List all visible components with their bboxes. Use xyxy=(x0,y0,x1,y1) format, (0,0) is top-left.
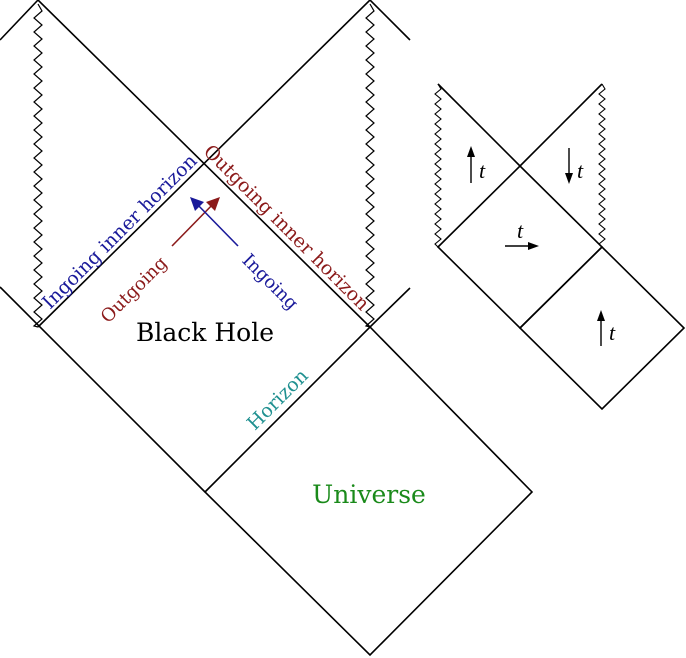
outgoing-label: Outgoing xyxy=(97,253,172,328)
time-diagram-diamond-left xyxy=(436,164,604,330)
horizon-label: Horizon xyxy=(243,365,313,435)
time-arrow-down-head xyxy=(565,173,573,184)
time-arrow-up-lower-head xyxy=(597,310,605,321)
universe-label: Universe xyxy=(312,480,426,509)
time-arrow-right-head xyxy=(528,242,539,250)
time-label-upper-right: t xyxy=(577,158,584,183)
time-diagram-lines xyxy=(436,83,686,411)
light-cone-arrows xyxy=(171,197,239,247)
black-hole-right-boundary xyxy=(369,287,411,328)
universe-diamond xyxy=(203,325,534,657)
time-diagram-top-left-edge xyxy=(437,83,521,167)
singularity-right xyxy=(364,3,375,328)
ingoing-arrow xyxy=(192,199,239,247)
black-hole-left-boundary xyxy=(0,286,206,493)
top-right-edge xyxy=(369,0,411,41)
singularity-left xyxy=(32,3,43,328)
time-arrows xyxy=(467,146,605,346)
main-diagram-lines xyxy=(0,0,534,657)
time-diagram-singularity-right xyxy=(598,83,606,248)
time-label-middle: t xyxy=(517,218,524,243)
ingoing-label: Ingoing xyxy=(238,250,302,314)
ingoing-arrowhead xyxy=(190,197,204,211)
time-arrow-up-upper-head xyxy=(467,146,475,157)
outgoing-arrow xyxy=(171,199,218,247)
top-left-edge xyxy=(0,0,39,41)
time-diagram-singularity-left xyxy=(434,83,442,248)
time-diagram-top-right-edge xyxy=(519,83,603,167)
time-label-lower: t xyxy=(609,320,616,345)
outgoing-inner-horizon-line xyxy=(37,0,371,328)
black-hole-label: Black Hole xyxy=(136,318,274,347)
time-label-upper-left: t xyxy=(479,158,486,183)
time-diagram-diamond-lower xyxy=(518,245,686,411)
outgoing-arrowhead xyxy=(206,197,220,211)
